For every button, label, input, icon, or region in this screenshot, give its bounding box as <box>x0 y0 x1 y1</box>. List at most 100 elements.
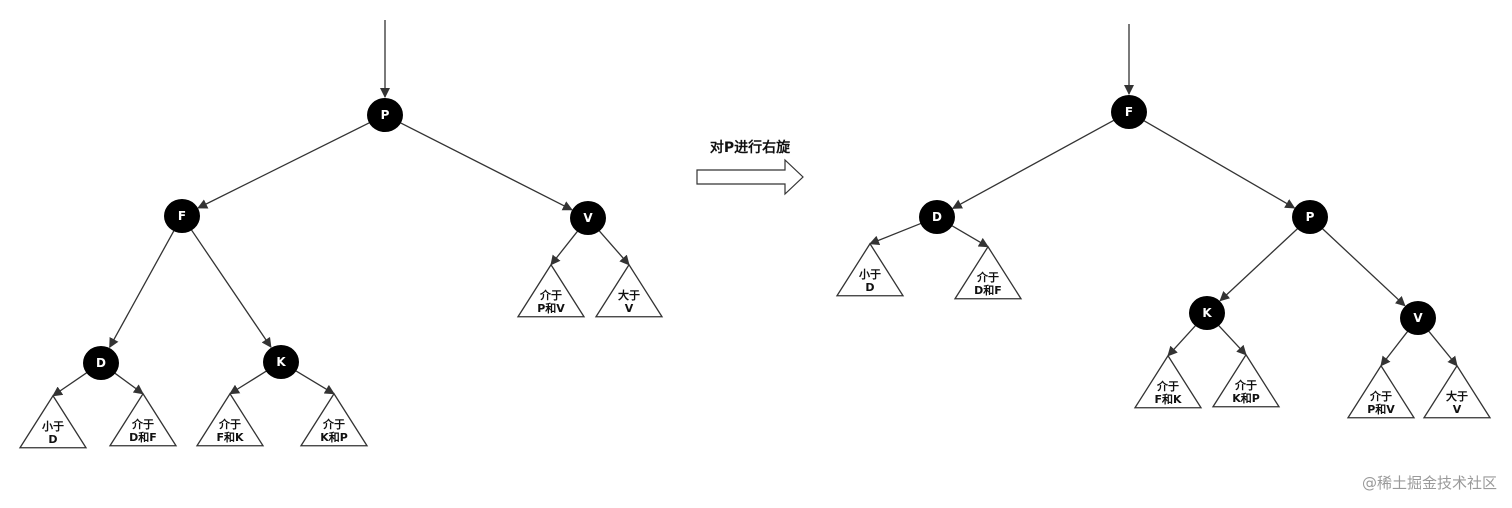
subtree-triangle <box>1346 364 1416 419</box>
node-circle <box>164 199 200 233</box>
node-label: P <box>381 108 390 122</box>
nodes-layer: P F V D K F D P K V <box>83 95 1436 380</box>
subtree-edge <box>1380 331 1409 367</box>
node-label: P <box>1306 210 1315 224</box>
subtree-label: F和K <box>216 430 244 444</box>
subtree-label: 介于 <box>1234 378 1257 392</box>
node-label: D <box>932 210 942 224</box>
node-circle <box>1111 95 1147 129</box>
tree-node-a-P: P <box>1292 200 1328 234</box>
subtree-label: D和F <box>974 283 1002 297</box>
tree-node-a-V: V <box>1400 301 1436 335</box>
rotation-arrow-icon <box>696 158 804 196</box>
subtree-edge <box>1218 324 1247 356</box>
tree-edge <box>399 122 573 211</box>
subtree-a-lt-d: 小于D <box>835 242 905 297</box>
node-label: K <box>276 355 286 369</box>
tree-node-b-P: P <box>367 98 403 132</box>
subtree-label: D <box>48 433 57 446</box>
subtree-a-gt-v: 大于V <box>1422 364 1492 419</box>
tree-edge <box>109 230 175 349</box>
tree-edge <box>951 119 1115 209</box>
subtree-label: 小于 <box>858 267 881 281</box>
subtree-edge <box>114 372 144 395</box>
node-label: V <box>1413 311 1423 325</box>
subtree-triangle <box>299 392 369 447</box>
subtree-label: 介于 <box>218 417 241 431</box>
tree-node-b-V: V <box>570 201 606 235</box>
tree-edge <box>1143 119 1296 209</box>
node-circle <box>1400 301 1436 335</box>
subtree-label: V <box>625 302 634 315</box>
subtree-label: 大于 <box>618 288 640 302</box>
tree-node-a-F: F <box>1111 95 1147 129</box>
subtree-edge <box>52 372 88 397</box>
subtree-label: V <box>1453 403 1462 416</box>
subtree-label: K和P <box>320 430 348 444</box>
subtree-label: 介于 <box>539 288 562 302</box>
subtree-label: 介于 <box>1369 389 1392 403</box>
subtree-edge <box>550 230 578 266</box>
subtree-triangle <box>1211 353 1281 408</box>
subtree-edge <box>295 370 335 395</box>
subtree-label: F和K <box>1154 392 1182 406</box>
node-label: F <box>178 209 186 223</box>
subtree-label: D和F <box>129 430 157 444</box>
subtree-b-gt-v: 大于V <box>594 263 664 318</box>
subtree-triangle <box>18 394 88 449</box>
subtree-edge <box>1428 330 1458 367</box>
subtree-label: 小于 <box>41 419 64 433</box>
subtree-triangle <box>108 392 178 447</box>
tree-node-a-D: D <box>919 200 955 234</box>
tree-node-b-K: K <box>263 345 299 379</box>
subtree-label: P和V <box>1367 402 1395 416</box>
subtree-triangle <box>516 263 586 318</box>
tree-edge <box>191 229 272 348</box>
subtree-edge <box>229 370 267 395</box>
subtree-triangle <box>195 392 265 447</box>
subtree-triangle <box>1422 364 1492 419</box>
tree-node-b-F: F <box>164 199 200 233</box>
subtree-label: 介于 <box>322 417 345 431</box>
node-label: F <box>1125 105 1133 119</box>
node-circle <box>83 346 119 380</box>
subtree-triangle <box>835 242 905 297</box>
node-circle <box>919 200 955 234</box>
subtree-label: 介于 <box>976 270 999 284</box>
subtree-label: K和P <box>1232 391 1260 405</box>
tree-edge <box>1321 228 1406 307</box>
rotation-caption: 对P进行右旋 <box>710 139 791 156</box>
subtree-edge <box>1167 325 1197 357</box>
node-circle <box>1189 296 1225 330</box>
node-circle <box>263 345 299 379</box>
tree-node-a-K: K <box>1189 296 1225 330</box>
subtree-edge <box>869 222 922 246</box>
node-label: V <box>583 211 593 225</box>
subtree-label: P和V <box>537 301 565 315</box>
node-label: K <box>1202 306 1212 320</box>
subtree-triangle <box>594 263 664 318</box>
subtree-edge <box>598 230 630 266</box>
subtree-label: D <box>865 281 874 294</box>
tree-node-b-D: D <box>83 346 119 380</box>
watermark: @稀土掘金技术社区 <box>1362 474 1497 492</box>
node-circle <box>570 201 606 235</box>
subtree-triangle <box>1133 354 1203 409</box>
subtrees-layer: 小于D介于D和F介于F和K介于K和P介于P和V大于V小于D介于D和F介于F和K介… <box>18 242 1492 449</box>
tree-edge <box>197 121 371 209</box>
node-label: D <box>96 356 106 370</box>
subtree-triangle <box>953 245 1023 300</box>
subtree-b-lt-d: 小于D <box>18 394 88 449</box>
subtree-label: 介于 <box>1156 379 1179 393</box>
subtree-label: 大于 <box>1446 389 1468 403</box>
subtree-edge <box>951 225 989 248</box>
